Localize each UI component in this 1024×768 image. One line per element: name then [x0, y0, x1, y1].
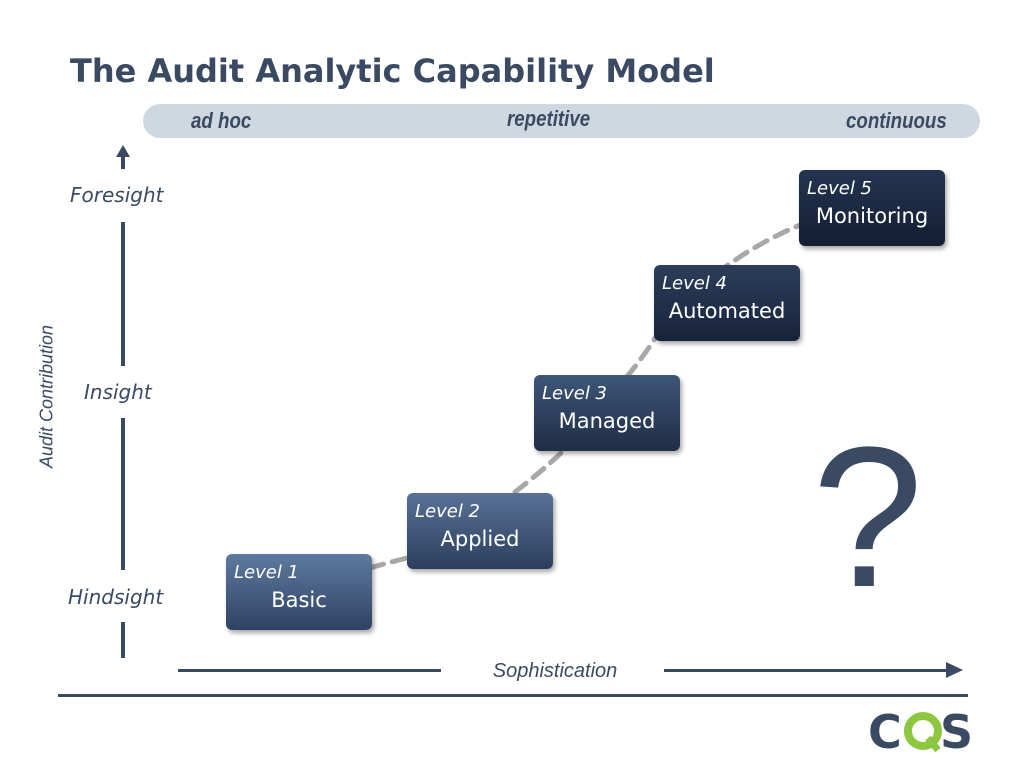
y-axis-arrow-icon — [116, 145, 130, 157]
level-2-box: Level 2 Applied — [407, 493, 553, 569]
level-5-box: Level 5 Monitoring — [799, 170, 945, 246]
question-mark: ? — [812, 406, 924, 629]
y-axis-segment-upper — [121, 222, 125, 366]
level-4-name: Automated — [668, 299, 786, 323]
page-title: The Audit Analytic Capability Model — [70, 52, 715, 90]
level-3-number: Level 3 — [542, 383, 608, 404]
y-axis-segment-top — [121, 155, 125, 169]
level-5-name: Monitoring — [815, 204, 929, 228]
level-1-name: Basic — [271, 588, 327, 612]
level-3-name: Managed — [558, 409, 656, 433]
level-2-number: Level 2 — [415, 501, 481, 522]
level-3-box: Level 3 Managed — [534, 375, 680, 451]
y-axis-segment-bottom — [121, 622, 125, 658]
y-level-hindsight: Hindsight — [68, 585, 164, 609]
y-level-foresight: Foresight — [70, 183, 164, 207]
band-label-ad-hoc: ad hoc — [191, 108, 252, 133]
x-axis-segment-left — [178, 669, 441, 672]
y-axis-segment-lower — [121, 418, 125, 570]
level-1-box: Level 1 Basic — [226, 554, 372, 630]
level-4-box: Level 4 Automated — [654, 265, 800, 341]
y-level-insight: Insight — [84, 380, 152, 404]
level-4-number: Level 4 — [662, 273, 728, 294]
frequency-band: ad hoc repetitive continuous — [143, 104, 980, 138]
cqs-logo: C S — [868, 705, 973, 759]
band-label-continuous: continuous — [846, 108, 947, 133]
x-axis-arrow-icon — [946, 662, 963, 678]
band-label-repetitive: repetitive — [507, 106, 591, 131]
level-5-number: Level 5 — [807, 178, 873, 199]
svg-text:C: C — [868, 705, 902, 759]
footer-divider — [58, 694, 968, 697]
x-axis-segment-right — [664, 669, 950, 672]
svg-text:S: S — [940, 705, 973, 759]
x-axis-title: Sophistication — [492, 660, 618, 682]
level-2-name: Applied — [440, 527, 520, 551]
level-1-number: Level 1 — [234, 562, 300, 583]
